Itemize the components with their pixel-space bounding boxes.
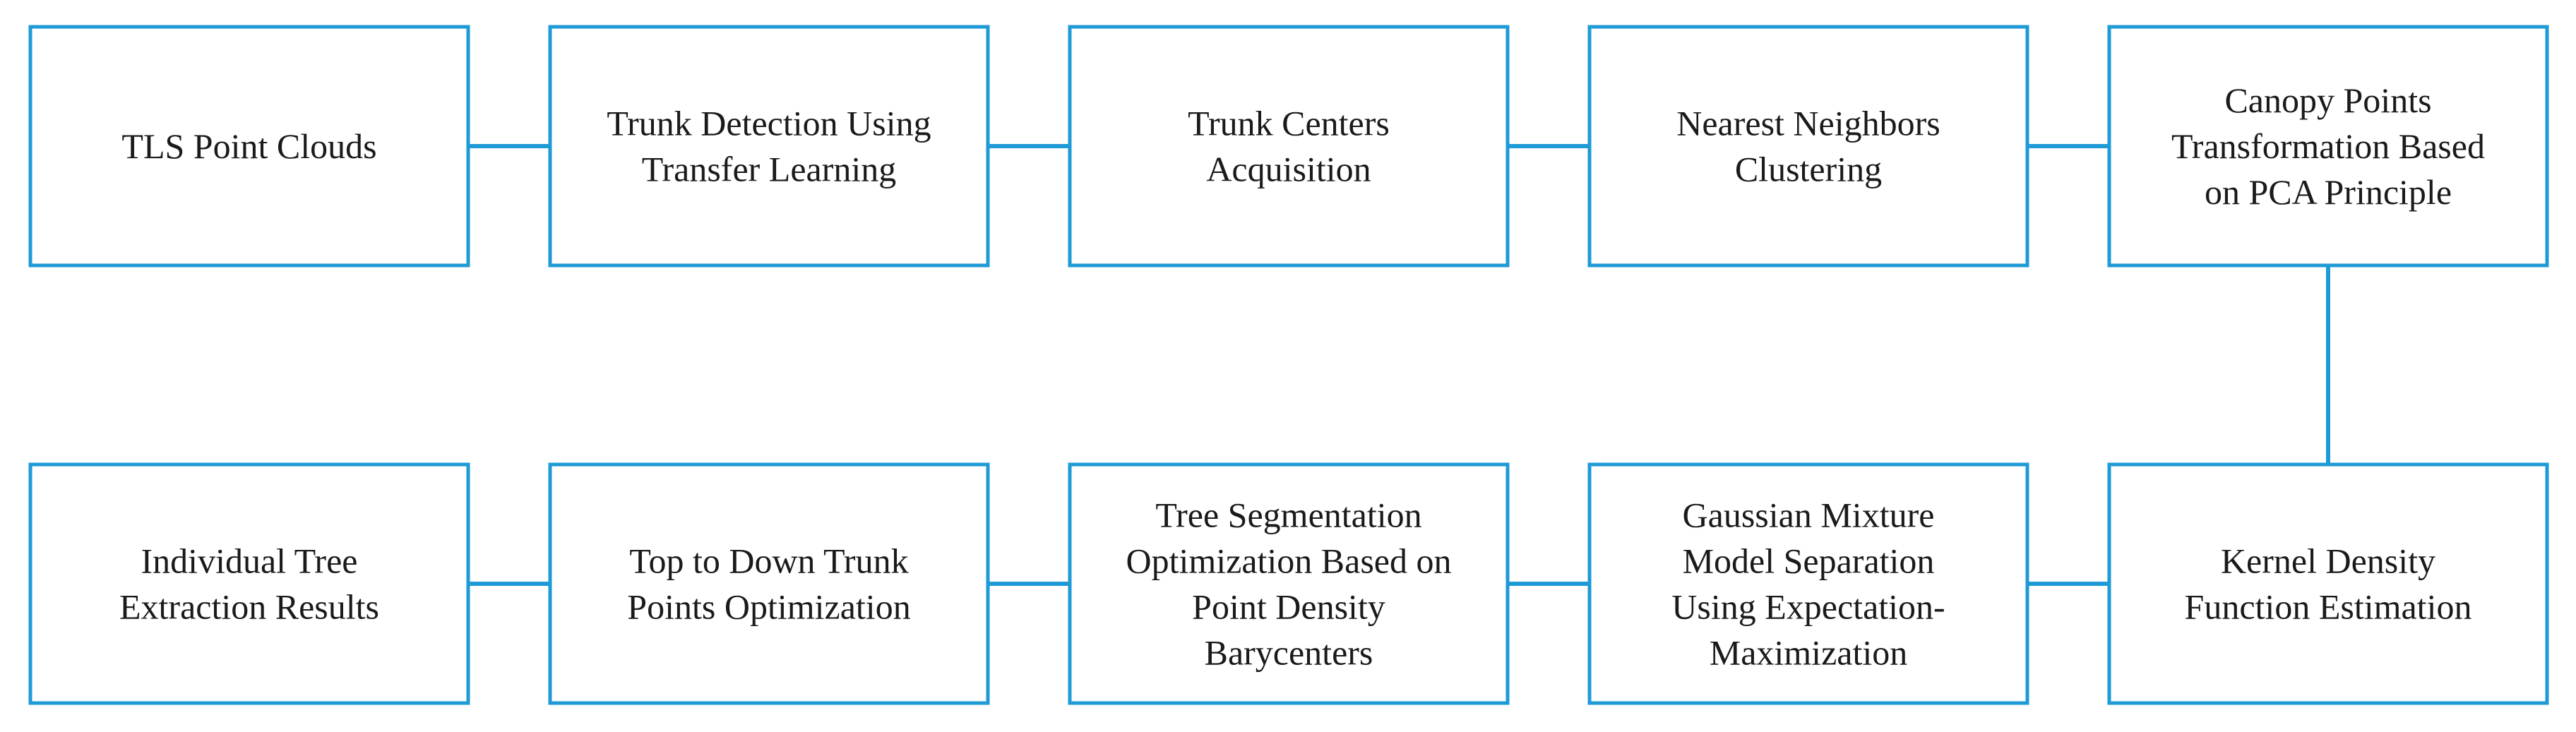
step-label-line: Top to Down Trunk bbox=[629, 541, 908, 581]
step-box bbox=[2107, 25, 2549, 268]
step-label-line: Optimization Based on bbox=[1126, 541, 1451, 581]
step-tls: TLS Point Clouds bbox=[28, 25, 470, 268]
step-label-line: Function Estimation bbox=[2185, 587, 2472, 627]
step-label-line: Transformation Based bbox=[2171, 126, 2485, 166]
step-label-line: Canopy Points bbox=[2224, 80, 2431, 120]
step-box bbox=[2107, 462, 2549, 705]
step-box bbox=[28, 25, 470, 268]
step-label-line: Trunk Detection Using bbox=[607, 104, 931, 143]
step-label-line: Individual Tree bbox=[141, 541, 358, 581]
flow-arrows bbox=[467, 144, 2330, 586]
step-label-line: Kernel Density bbox=[2221, 541, 2435, 581]
flow-steps: TLS Point Clouds Trunk Detection UsingTra… bbox=[28, 25, 2549, 705]
step-label-line: on PCA Principle bbox=[2205, 172, 2452, 212]
step-label-line: Point Density bbox=[1192, 587, 1385, 627]
step-label-line: Using Expectation- bbox=[1671, 587, 1945, 627]
step-label-line: Barycenters bbox=[1205, 633, 1373, 673]
step-label-line: TLS Point Clouds bbox=[121, 126, 376, 166]
step-label-line: Maximization bbox=[1710, 633, 1908, 673]
step-label-line: Model Separation bbox=[1683, 541, 1935, 581]
step-box bbox=[1587, 25, 2029, 268]
step-label-line: Acquisition bbox=[1206, 150, 1371, 189]
step-label-line: Tree Segmentation bbox=[1155, 496, 1421, 535]
step-box bbox=[548, 25, 990, 268]
step-label-line: Trunk Centers bbox=[1188, 104, 1390, 143]
step-box bbox=[1587, 462, 2029, 705]
step-box bbox=[1068, 462, 1510, 705]
step-label-line: Points Optimization bbox=[627, 587, 910, 627]
step-label-line: Extraction Results bbox=[119, 587, 379, 627]
step-label-line: Clustering bbox=[1735, 150, 1882, 189]
step-box bbox=[1068, 25, 1510, 268]
step-label-line: Gaussian Mixture bbox=[1683, 496, 1935, 535]
step-label-line: Nearest Neighbors bbox=[1676, 104, 1940, 143]
step-box bbox=[548, 462, 990, 705]
step-box bbox=[28, 462, 470, 705]
step-label-line: Transfer Learning bbox=[642, 150, 897, 189]
